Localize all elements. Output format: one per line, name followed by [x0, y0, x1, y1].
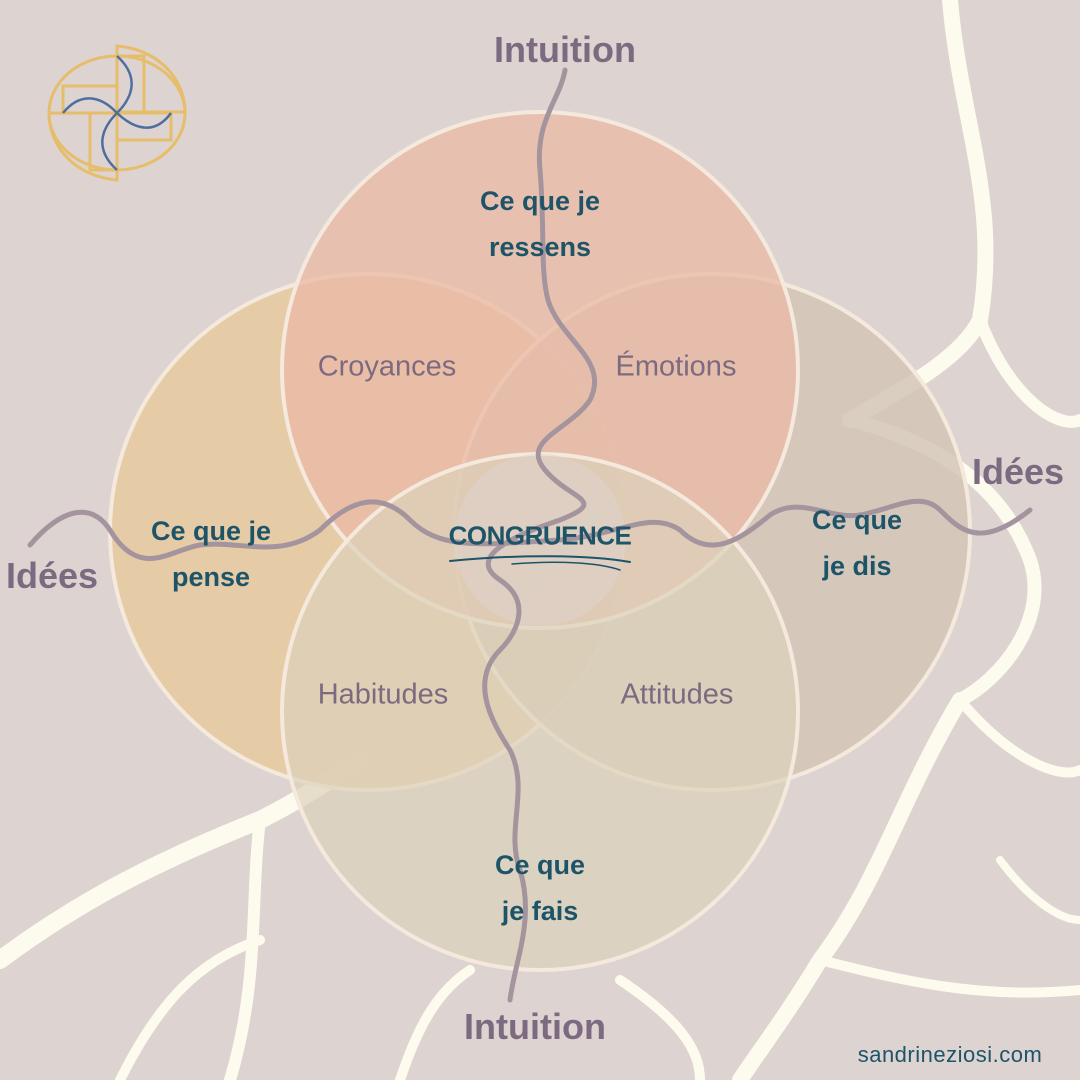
- overlap-habitudes: Habitudes: [317, 678, 449, 711]
- label-line: Ce que: [811, 505, 903, 535]
- overlap-attitudes: Attitudes: [620, 678, 734, 711]
- label-line: Ce que: [494, 850, 586, 880]
- label-line: je dis: [822, 551, 892, 581]
- overlap-croyances: Croyances: [317, 350, 457, 383]
- circle-bottom-label: Ce que je fais: [495, 842, 585, 934]
- logo-icon: [47, 44, 187, 182]
- axis-label-bottom: Intuition: [464, 1006, 606, 1047]
- circle-left-label: Ce que je pense: [151, 508, 271, 600]
- venn-circles: [108, 110, 972, 972]
- axis-label-top: Intuition: [494, 29, 636, 70]
- center-label: CONGRUENCE: [448, 520, 632, 551]
- overlap-emotions: Émotions: [615, 350, 737, 383]
- axis-label-left: Idées: [5, 555, 99, 596]
- label-line: pense: [171, 562, 251, 592]
- label-line: Ce que je: [479, 186, 601, 216]
- intuition-line: [482, 67, 598, 1003]
- label-line: je fais: [501, 896, 579, 926]
- circle-top-label: Ce que je ressens: [480, 178, 600, 270]
- ideas-line: [27, 498, 1033, 561]
- website-link[interactable]: sandrineziosi.com: [857, 1042, 1043, 1067]
- label-line: Ce que je: [150, 516, 272, 546]
- axis-label-right: Idées: [971, 451, 1065, 492]
- circle-right-label: Ce que je dis: [812, 497, 902, 589]
- center-underline: [449, 555, 631, 571]
- label-line: ressens: [488, 232, 592, 262]
